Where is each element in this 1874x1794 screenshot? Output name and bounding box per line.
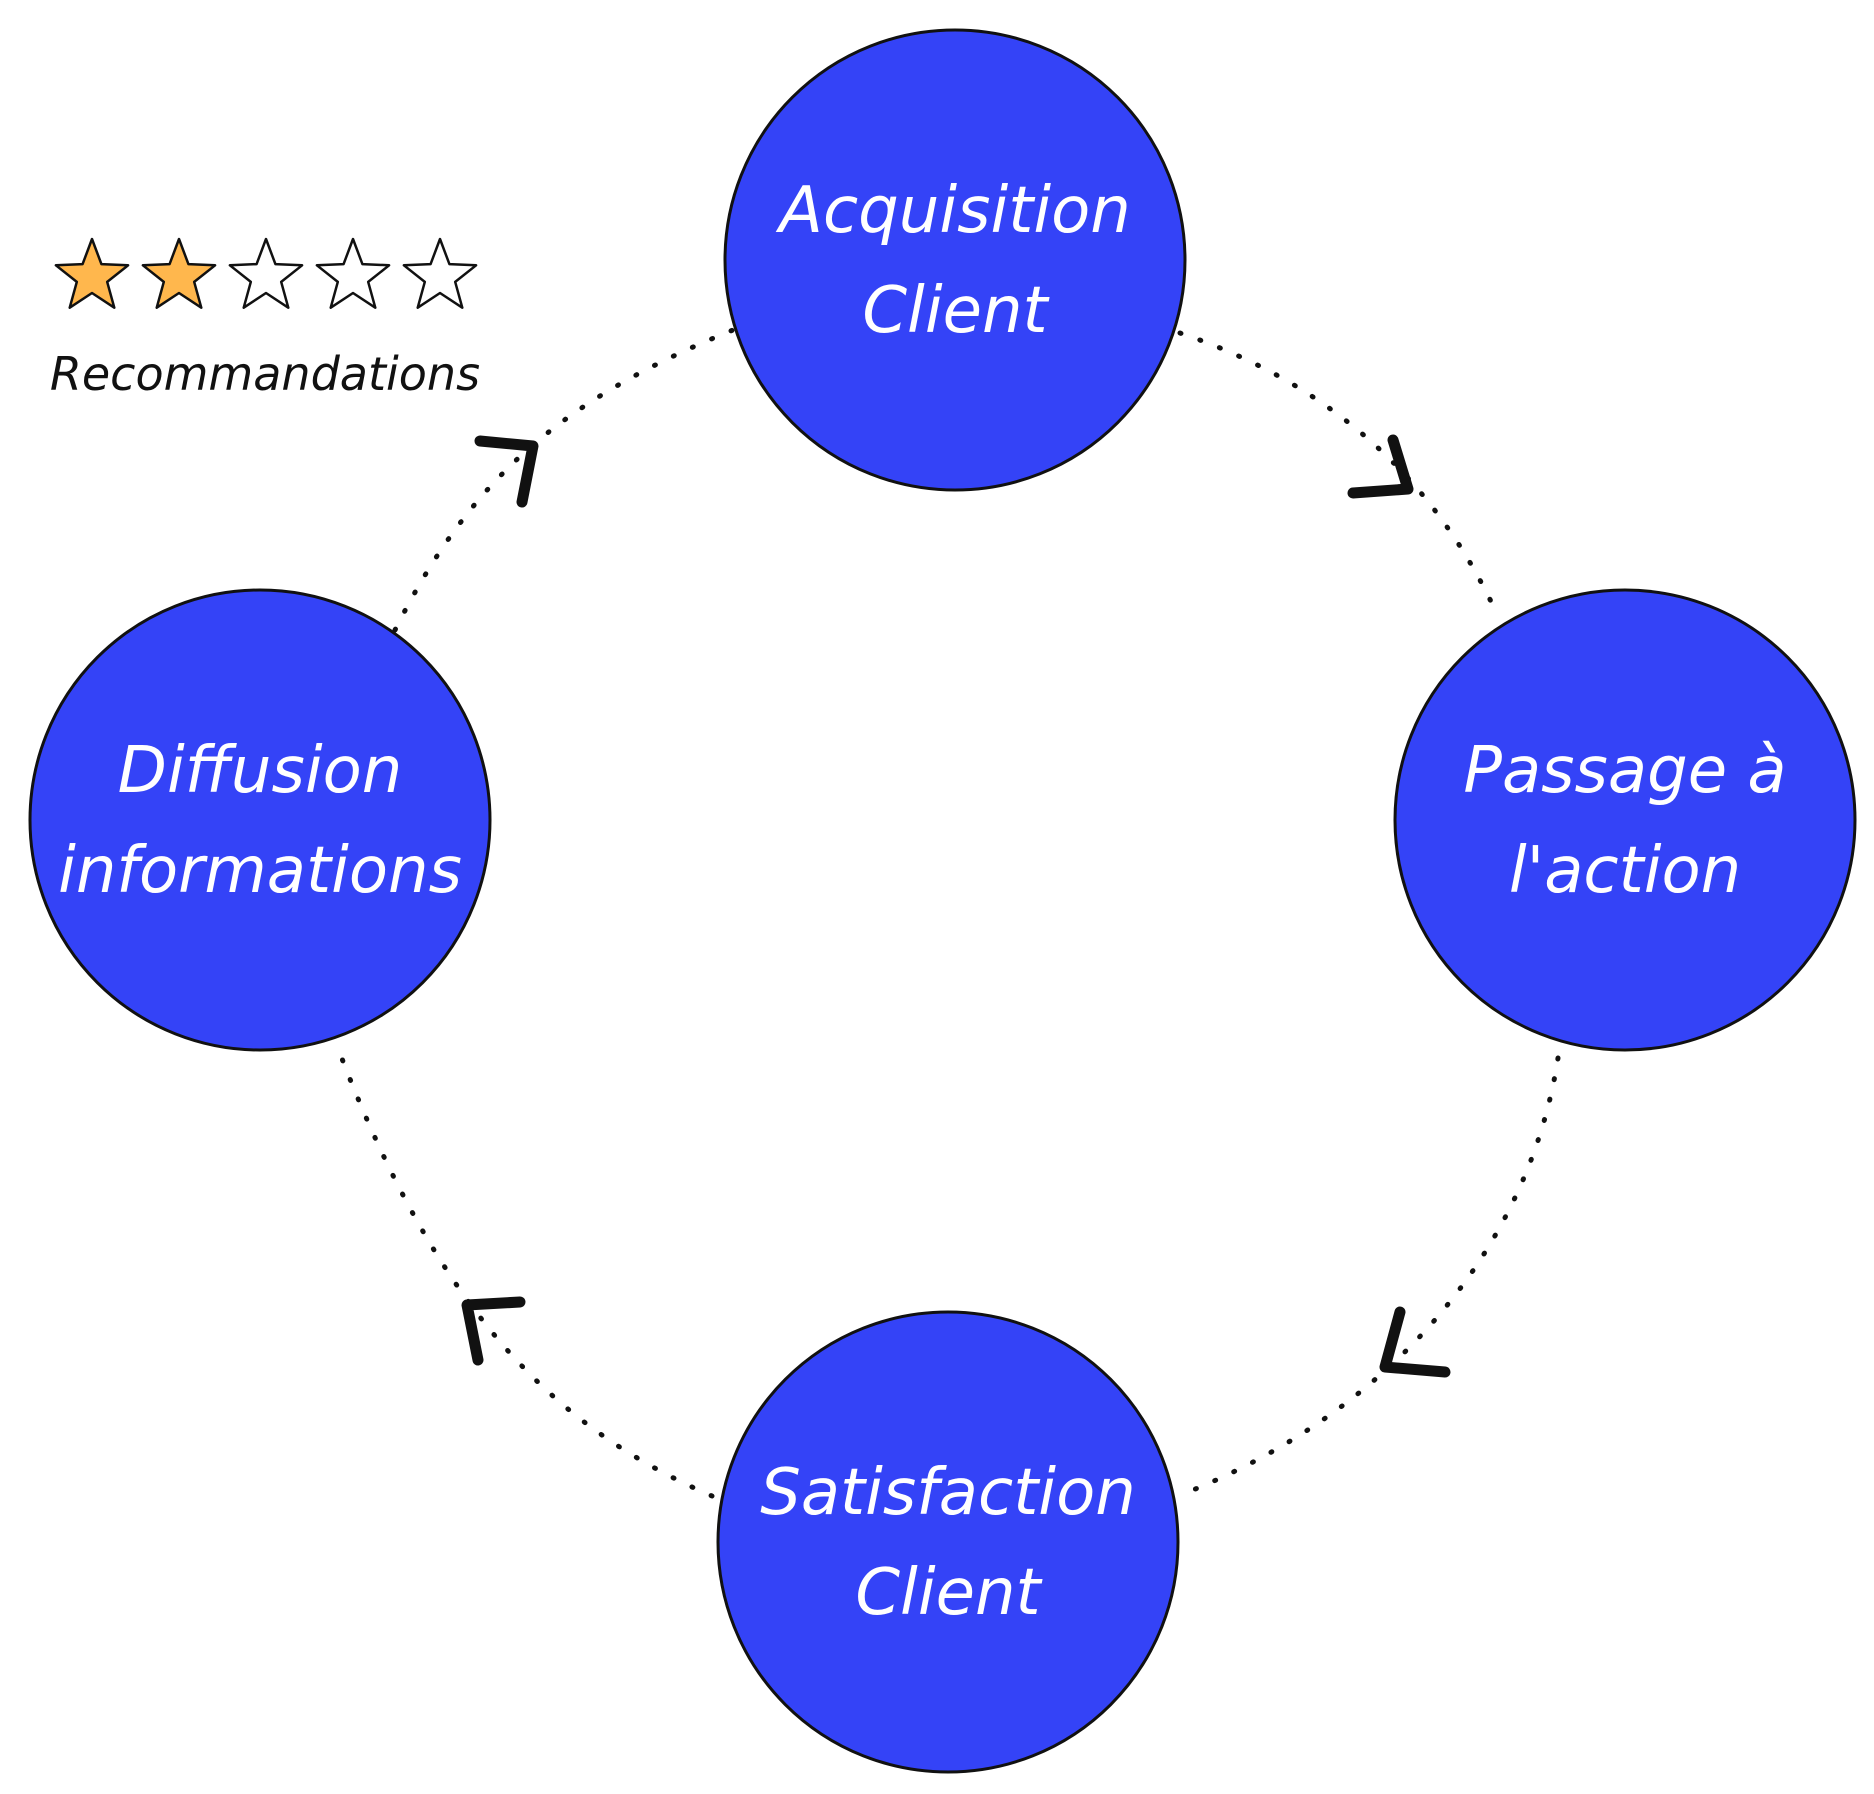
- star-icon: [228, 237, 304, 309]
- rating-label: Recommandations: [50, 347, 480, 401]
- node-satisfaction: Satisfaction Client: [716, 1310, 1180, 1774]
- connector-satisfaction-diffusion: [333, 1040, 715, 1499]
- arrowhead-icon: [1347, 434, 1414, 499]
- rating-widget: Recommandations: [50, 237, 480, 401]
- node-passage: Passage à l'action: [1393, 588, 1857, 1052]
- node-label-line: Client: [855, 1556, 1043, 1630]
- arrowhead-icon: [461, 1296, 526, 1366]
- arrowheads: [461, 434, 1451, 1378]
- node-label-line: l'action: [1509, 834, 1741, 908]
- connector-passage-satisfaction: [1175, 1055, 1561, 1499]
- node-label-line: Satisfaction: [760, 1456, 1136, 1530]
- arrowhead-icon: [1379, 1306, 1451, 1378]
- node-label-line: informations: [58, 834, 462, 908]
- node-label-line: Passage à: [1463, 734, 1786, 808]
- star-icon: [141, 237, 217, 309]
- node-label-line: Acquisition: [775, 174, 1131, 248]
- connectors: [333, 327, 1561, 1499]
- star-icon: [54, 237, 130, 309]
- node-diffusion: Diffusion informations: [28, 588, 492, 1052]
- star-icon: [315, 237, 391, 309]
- connector-acquisition-passage: [1177, 330, 1499, 615]
- node-label-line: Diffusion: [118, 734, 403, 808]
- node-acquisition: Acquisition Client: [723, 28, 1187, 492]
- arrowhead-icon: [474, 435, 539, 508]
- star-icon: [402, 237, 478, 309]
- connector-diffusion-acquisition: [392, 327, 736, 633]
- rating-stars: [54, 237, 478, 309]
- node-label-line: Client: [862, 274, 1050, 348]
